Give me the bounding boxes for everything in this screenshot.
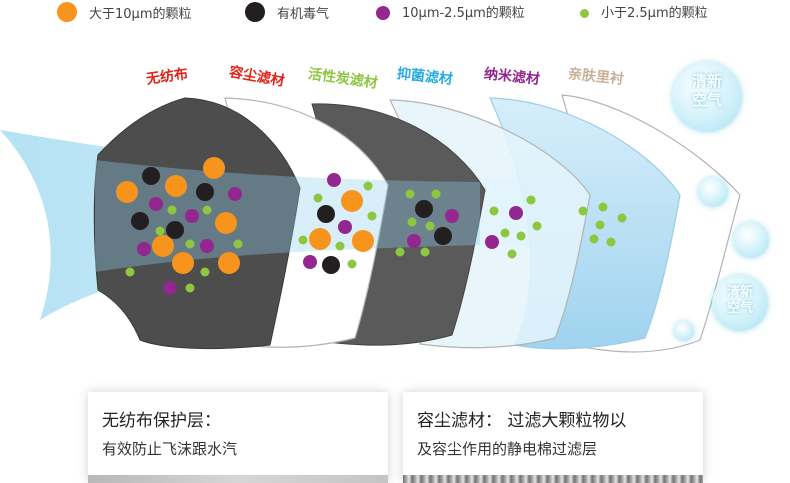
- bubble-decor-icon: [698, 177, 728, 207]
- medium-particle: [137, 242, 151, 256]
- fine-particle: [395, 247, 405, 257]
- medium-particle: [303, 255, 317, 269]
- large-particle: [165, 175, 187, 197]
- legend-label: 有机毒气: [277, 6, 330, 22]
- medium-particle: [407, 234, 421, 248]
- medium-particle: [228, 187, 242, 201]
- fine-particle: [347, 259, 357, 269]
- fine-particle: [507, 249, 517, 259]
- fine-particle: [617, 213, 627, 223]
- legend-item-medium-particles: 10μm-2.5μm的颗粒: [376, 2, 525, 21]
- toxic-gas-particle: [317, 205, 335, 223]
- info-card-dust-filter: 容尘滤材： 过滤大颗粒物以 及容尘作用的静电棉过滤层: [403, 392, 703, 483]
- particles-group-5: [578, 202, 627, 247]
- fine-particle: [185, 283, 195, 293]
- fresh-air-bubble-small: [712, 275, 768, 331]
- layer-nonwoven-shape: [93, 97, 301, 350]
- large-particle: [341, 190, 363, 212]
- legend-label: 10μm-2.5μm的颗粒: [402, 6, 525, 21]
- fine-particle: [425, 221, 435, 231]
- fine-particle: [526, 195, 536, 205]
- legend: 大于10μm的颗粒 有机毒气 10μm-2.5μm的颗粒 小于2.5μm的颗粒: [0, 0, 790, 26]
- particles-group-3: [395, 189, 459, 257]
- toxic-gas-particle: [131, 212, 149, 230]
- fine-particle: [532, 221, 542, 231]
- legend-item-toxic-gas: 有机毒气: [245, 2, 329, 22]
- medium-particle: [200, 239, 214, 253]
- particles-group-1: [116, 157, 243, 295]
- toxic-gas-particle: [196, 183, 214, 201]
- fine-particle: [313, 193, 323, 203]
- bubble-decor-icon: [674, 321, 694, 341]
- toxic-gas-particle: [415, 200, 433, 218]
- fine-particle: [431, 189, 441, 199]
- toxic-gas-particle: [166, 221, 184, 239]
- large-particle: [172, 252, 194, 274]
- medium-particle: [445, 209, 459, 223]
- fine-particle: [606, 237, 616, 247]
- card-photo-strip: [403, 475, 703, 483]
- fine-particle: [420, 247, 430, 257]
- fine-particle: [595, 220, 605, 230]
- toxic-gas-particle: [322, 256, 340, 274]
- particles-group-2: [298, 173, 377, 274]
- fine-particle: [233, 239, 243, 249]
- medium-particle: [338, 220, 352, 234]
- fine-particle: [367, 211, 377, 221]
- medium-particle: [185, 209, 199, 223]
- fine-particle: [155, 226, 165, 236]
- fine-particle: [167, 205, 177, 215]
- fresh-air-label-top: 清新 空气: [691, 72, 722, 109]
- medium-particle: [163, 281, 177, 295]
- fine-particle: [405, 189, 415, 199]
- toxic-gas-particle: [142, 167, 160, 185]
- fine-particle: [516, 231, 526, 241]
- fresh-air-label-bottom: 清新 空气: [726, 285, 753, 317]
- card-photo-strip: [88, 475, 388, 483]
- fine-particle: [125, 267, 135, 277]
- medium-particle: [149, 197, 163, 211]
- purple-dot-icon: [376, 5, 390, 20]
- fine-particle: [298, 235, 308, 245]
- fine-particle: [598, 202, 608, 212]
- orange-dot-icon: [57, 2, 77, 22]
- filter-layers-diagram: [0, 94, 741, 353]
- fine-particle: [578, 206, 588, 216]
- fine-particle: [202, 205, 212, 215]
- legend-item-fine-particles: 小于2.5μm的颗粒: [580, 2, 708, 21]
- particles-group-4: [485, 195, 542, 259]
- large-particle: [152, 235, 174, 257]
- fine-particle: [185, 239, 195, 249]
- medium-particle: [327, 173, 341, 187]
- fine-particle: [363, 181, 373, 191]
- card-title: 容尘滤材： 过滤大颗粒物以: [417, 411, 627, 431]
- toxic-gas-particle: [434, 227, 452, 245]
- fine-particle: [500, 228, 510, 238]
- legend-item-large-particles: 大于10μm的颗粒: [57, 2, 191, 22]
- fine-particle: [589, 234, 599, 244]
- large-particle: [309, 228, 331, 250]
- fine-particle: [489, 206, 499, 216]
- medium-particle: [509, 206, 523, 220]
- card-description: 有效防止飞沫跟水汽: [102, 440, 238, 458]
- large-particle: [116, 181, 138, 203]
- fine-particle: [335, 241, 345, 251]
- black-dot-icon: [245, 2, 265, 22]
- fine-particle: [200, 267, 210, 277]
- fine-particle: [407, 217, 417, 227]
- fresh-air-bubble-large: [672, 62, 742, 132]
- large-particle: [352, 230, 374, 252]
- info-card-nonwoven: 无纺布保护层： 有效防止飞沫跟水汽: [88, 392, 388, 483]
- card-title: 无纺布保护层：: [102, 411, 221, 431]
- legend-label: 大于10μm的颗粒: [89, 6, 192, 22]
- bubble-decor-icon: [733, 222, 769, 258]
- large-particle: [218, 252, 240, 274]
- legend-label: 小于2.5μm的颗粒: [601, 6, 708, 21]
- card-description: 及容尘作用的静电棉过滤层: [417, 440, 598, 458]
- medium-particle: [485, 235, 499, 249]
- large-particle: [203, 157, 225, 179]
- large-particle: [215, 212, 237, 234]
- green-dot-icon: [580, 9, 589, 18]
